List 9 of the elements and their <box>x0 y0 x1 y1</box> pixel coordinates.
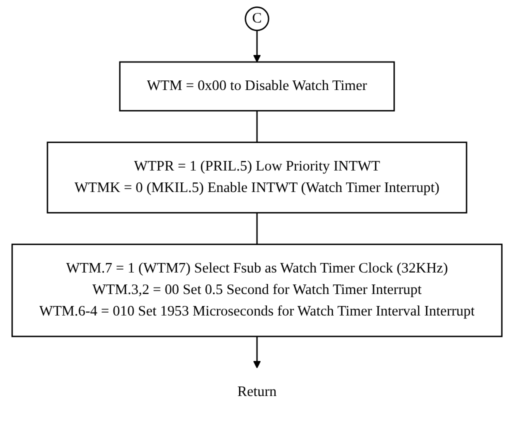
arrow <box>253 30 261 62</box>
node-circle: C <box>244 6 270 32</box>
arrow <box>253 336 261 368</box>
node-box: WTPR = 1 (PRIL.5) Low Priority INTWT WTMK = 0 (MKIL.5) Enable INTWT (Watch Timer Interrupt) <box>46 142 468 214</box>
node-text: Return <box>237 384 277 400</box>
node-box: WTM.7 = 1 (WTM7) Select Fsub as Watch Timer Clock (32KHz) WTM.3,2 = 00 Set 0.5 Second for Watch Timer Interrupt WTM.6-4 = 010 Set 1953 Microseconds for Watch Timer Interval Interrupt <box>11 244 503 338</box>
connector <box>256 110 258 142</box>
node-box: WTM = 0x00 to Disable Watch Timer <box>119 61 395 112</box>
connector <box>256 212 258 244</box>
